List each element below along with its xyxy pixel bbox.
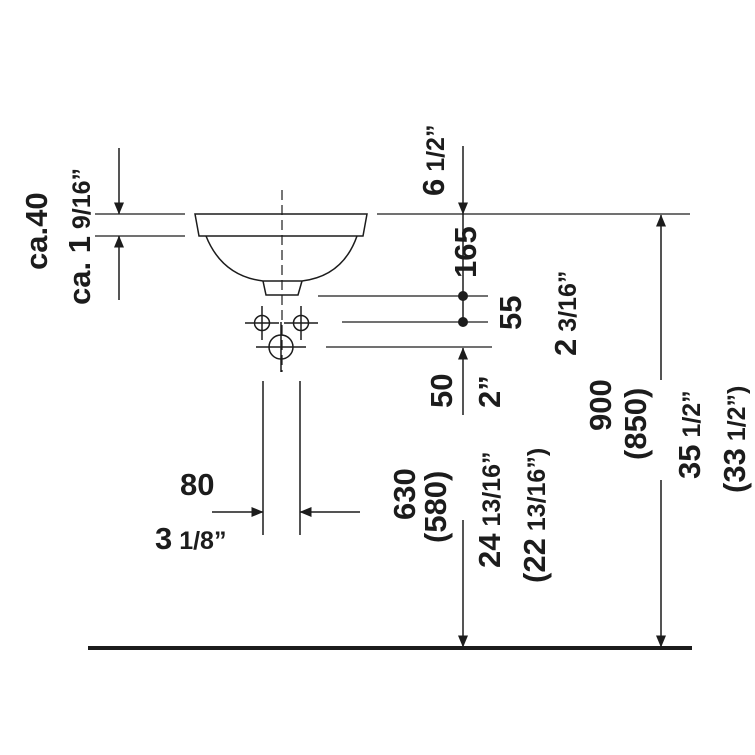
label-24-13-16: 24 13/16” <box>472 452 507 569</box>
label-22-13-16: (22 13/16”) <box>517 448 552 583</box>
dim-dot-322 <box>458 317 468 327</box>
basin-outline <box>194 213 368 296</box>
label-ca40: ca.40 <box>19 192 54 270</box>
label-ca-1-9-16: ca. 1 9/16” <box>62 168 97 305</box>
extension-lines <box>95 213 690 348</box>
label-580: (580) <box>418 471 453 543</box>
label-2-3-16: 2 3/16” <box>548 271 583 356</box>
drain-symbol <box>256 322 306 372</box>
label-165: 165 <box>448 226 483 278</box>
label-6-1-2: 6 1/2” <box>416 125 451 196</box>
label-50: 50 <box>424 374 459 408</box>
label-55: 55 <box>493 296 528 330</box>
label-33-1-2: (33 1/2”) <box>717 386 752 493</box>
label-35-1-2: 35 1/2” <box>672 390 707 479</box>
valve-symbol-right <box>284 306 318 340</box>
label-3-1-8: 3 1/8” <box>155 521 226 556</box>
label-80: 80 <box>180 467 214 502</box>
dim-dot-296 <box>458 291 468 301</box>
label-630: 630 <box>387 468 422 520</box>
label-900: 900 <box>583 379 618 431</box>
label-850: (850) <box>618 388 653 460</box>
valve-symbol-left <box>245 306 279 340</box>
label-2-inch: 2” <box>472 375 507 408</box>
